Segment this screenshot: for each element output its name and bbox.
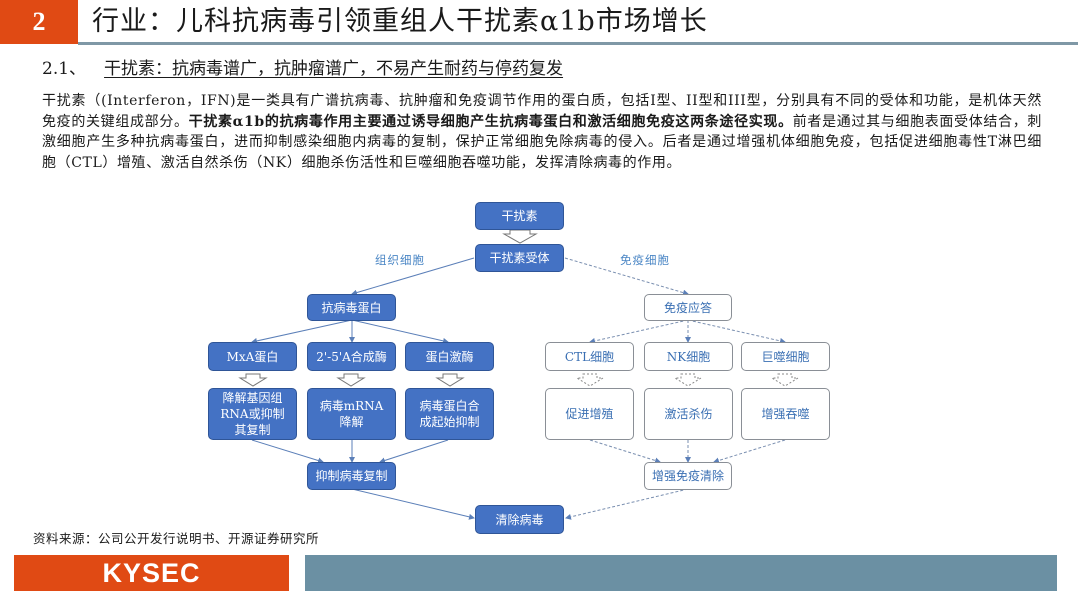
- header-divider: [78, 42, 1078, 45]
- node-macrophage-effect: 增强吞噬: [741, 388, 830, 440]
- node-ctl-effect: 促进增殖: [545, 388, 634, 440]
- node-nk-effect: 激活杀伤: [644, 388, 733, 440]
- node-ctl: CTL细胞: [545, 342, 634, 371]
- immune-cells-label: 免疫细胞: [620, 253, 670, 267]
- node-inhibit-replication: 抑制病毒复制: [307, 462, 396, 490]
- footer-bar: [305, 555, 1057, 591]
- subsection-title: 干扰素：抗病毒谱广，抗肿瘤谱广，不易产生耐药与停药复发: [104, 59, 564, 79]
- node-enhance-clearance: 增强免疫清除: [644, 462, 732, 490]
- node-antiviral-protein: 抗病毒蛋白: [307, 294, 396, 321]
- page-title: 行业：儿科抗病毒引领重组人干扰素α1b市场增长: [92, 6, 708, 37]
- tissue-cells-label: 组织细胞: [375, 253, 425, 267]
- body-text-2: 前者是通过其与细胞表面受体结合，刺激细胞产生多种抗病毒蛋白，进而抑制感染细胞内病…: [42, 113, 1043, 171]
- body-text-bold: 干扰素α1b的抗病毒作用主要通过诱导细胞产生抗病毒蛋白和激活细胞免疫这两条途径实…: [188, 113, 793, 130]
- node-mxa-effect: 降解基因组RNA或抑制其复制: [208, 388, 297, 440]
- section-number-badge: 2: [0, 0, 78, 44]
- node-macrophage: 巨噬细胞: [741, 342, 830, 371]
- node-oas-effect: 病毒mRNA降解: [307, 388, 396, 440]
- node-immune-response: 免疫应答: [644, 294, 732, 321]
- node-clear-virus: 清除病毒: [475, 505, 564, 534]
- node-interferon: 干扰素: [475, 202, 564, 230]
- subsection-heading: 2.1、干扰素：抗病毒谱广，抗肿瘤谱广，不易产生耐药与停药复发: [42, 57, 563, 81]
- node-oas: 2'-5'A合成酶: [307, 342, 396, 371]
- node-nk: NK细胞: [644, 342, 733, 371]
- source-note: 资料来源：公司公开发行说明书、开源证券研究所: [33, 531, 320, 546]
- body-text-1: 干扰素（(Interferon，IFN)是一类具有广谱抗病毒、抗肿瘤和免疫调节作…: [42, 93, 1042, 130]
- subsection-number: 2.1、: [42, 59, 87, 79]
- node-mxa: MxA蛋白: [208, 342, 297, 371]
- node-receptor: 干扰素受体: [475, 244, 564, 272]
- kysec-logo: KYSEC: [14, 555, 289, 591]
- node-pkr-effect: 病毒蛋白合成起始抑制: [405, 388, 494, 440]
- node-pkr: 蛋白激酶: [405, 342, 494, 371]
- body-paragraph: 干扰素（(Interferon，IFN)是一类具有广谱抗病毒、抗肿瘤和免疫调节作…: [42, 91, 1042, 173]
